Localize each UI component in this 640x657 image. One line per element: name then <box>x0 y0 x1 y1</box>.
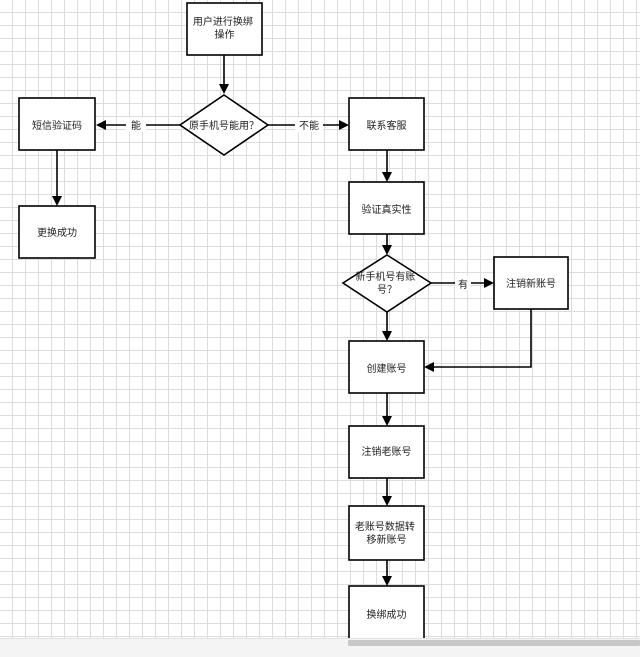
node-migrate-data-label: 老账号数据转 移新账号 <box>355 520 418 546</box>
node-sms-code-label: 短信验证码 <box>32 119 82 132</box>
arrowhead <box>382 576 392 586</box>
node-label-line2: 号？ <box>377 284 397 296</box>
edge-cancel-new-to-create <box>434 309 532 368</box>
node-cancel-old-account-label: 注销老账号 <box>362 445 412 458</box>
node-cancel-old-account[interactable] <box>348 425 425 479</box>
node-bind-success[interactable] <box>348 585 425 643</box>
edge-label-yes: 能 <box>131 119 141 132</box>
arrowhead <box>424 362 434 372</box>
arrowhead <box>382 416 392 426</box>
node-contact-support[interactable] <box>348 97 425 151</box>
node-create-account-label: 创建账号 <box>367 362 407 375</box>
node-label-line2: 移新账号 <box>367 533 407 546</box>
decision-old-phone[interactable] <box>178 94 270 156</box>
arrowhead <box>382 245 392 255</box>
decision-new-phone[interactable] <box>341 254 433 313</box>
horizontal-scrollbar-thumb[interactable] <box>348 640 640 646</box>
arrowhead <box>484 278 494 288</box>
node-label-line2: 操作 <box>215 28 235 41</box>
label-bg <box>126 118 146 132</box>
arrowhead <box>382 496 392 506</box>
node-bind-success-label: 换绑成功 <box>367 608 407 621</box>
node-cancel-new-account-label: 注销新账号 <box>506 277 556 290</box>
node-verify-label: 验证真实性 <box>362 203 412 216</box>
arrowhead <box>339 120 349 130</box>
arrowhead <box>219 84 229 94</box>
node-cancel-new-account[interactable] <box>493 256 569 310</box>
node-start-label: 用户进行换绑 操作 <box>193 15 256 41</box>
arrowhead <box>382 172 392 182</box>
node-verify[interactable] <box>348 181 425 235</box>
edge-label-has: 有 <box>458 278 468 291</box>
node-migrate-data[interactable] <box>348 505 425 561</box>
node-change-success[interactable] <box>18 205 96 259</box>
arrowhead <box>52 196 62 206</box>
label-bg <box>295 118 323 132</box>
arrowhead <box>382 331 392 341</box>
edge-label-no: 不能 <box>299 119 319 132</box>
label-bg <box>455 276 471 290</box>
arrowhead <box>96 120 106 130</box>
node-start[interactable] <box>186 2 263 56</box>
node-change-success-label: 更换成功 <box>37 226 77 239</box>
decision-old-phone-label: 原手机号能用？ <box>189 119 259 132</box>
node-contact-support-label: 联系客服 <box>367 119 407 132</box>
node-sms-code[interactable] <box>18 97 96 151</box>
decision-new-phone-label: 新手机号有账 号？ <box>355 270 418 296</box>
node-create-account[interactable] <box>348 340 425 394</box>
